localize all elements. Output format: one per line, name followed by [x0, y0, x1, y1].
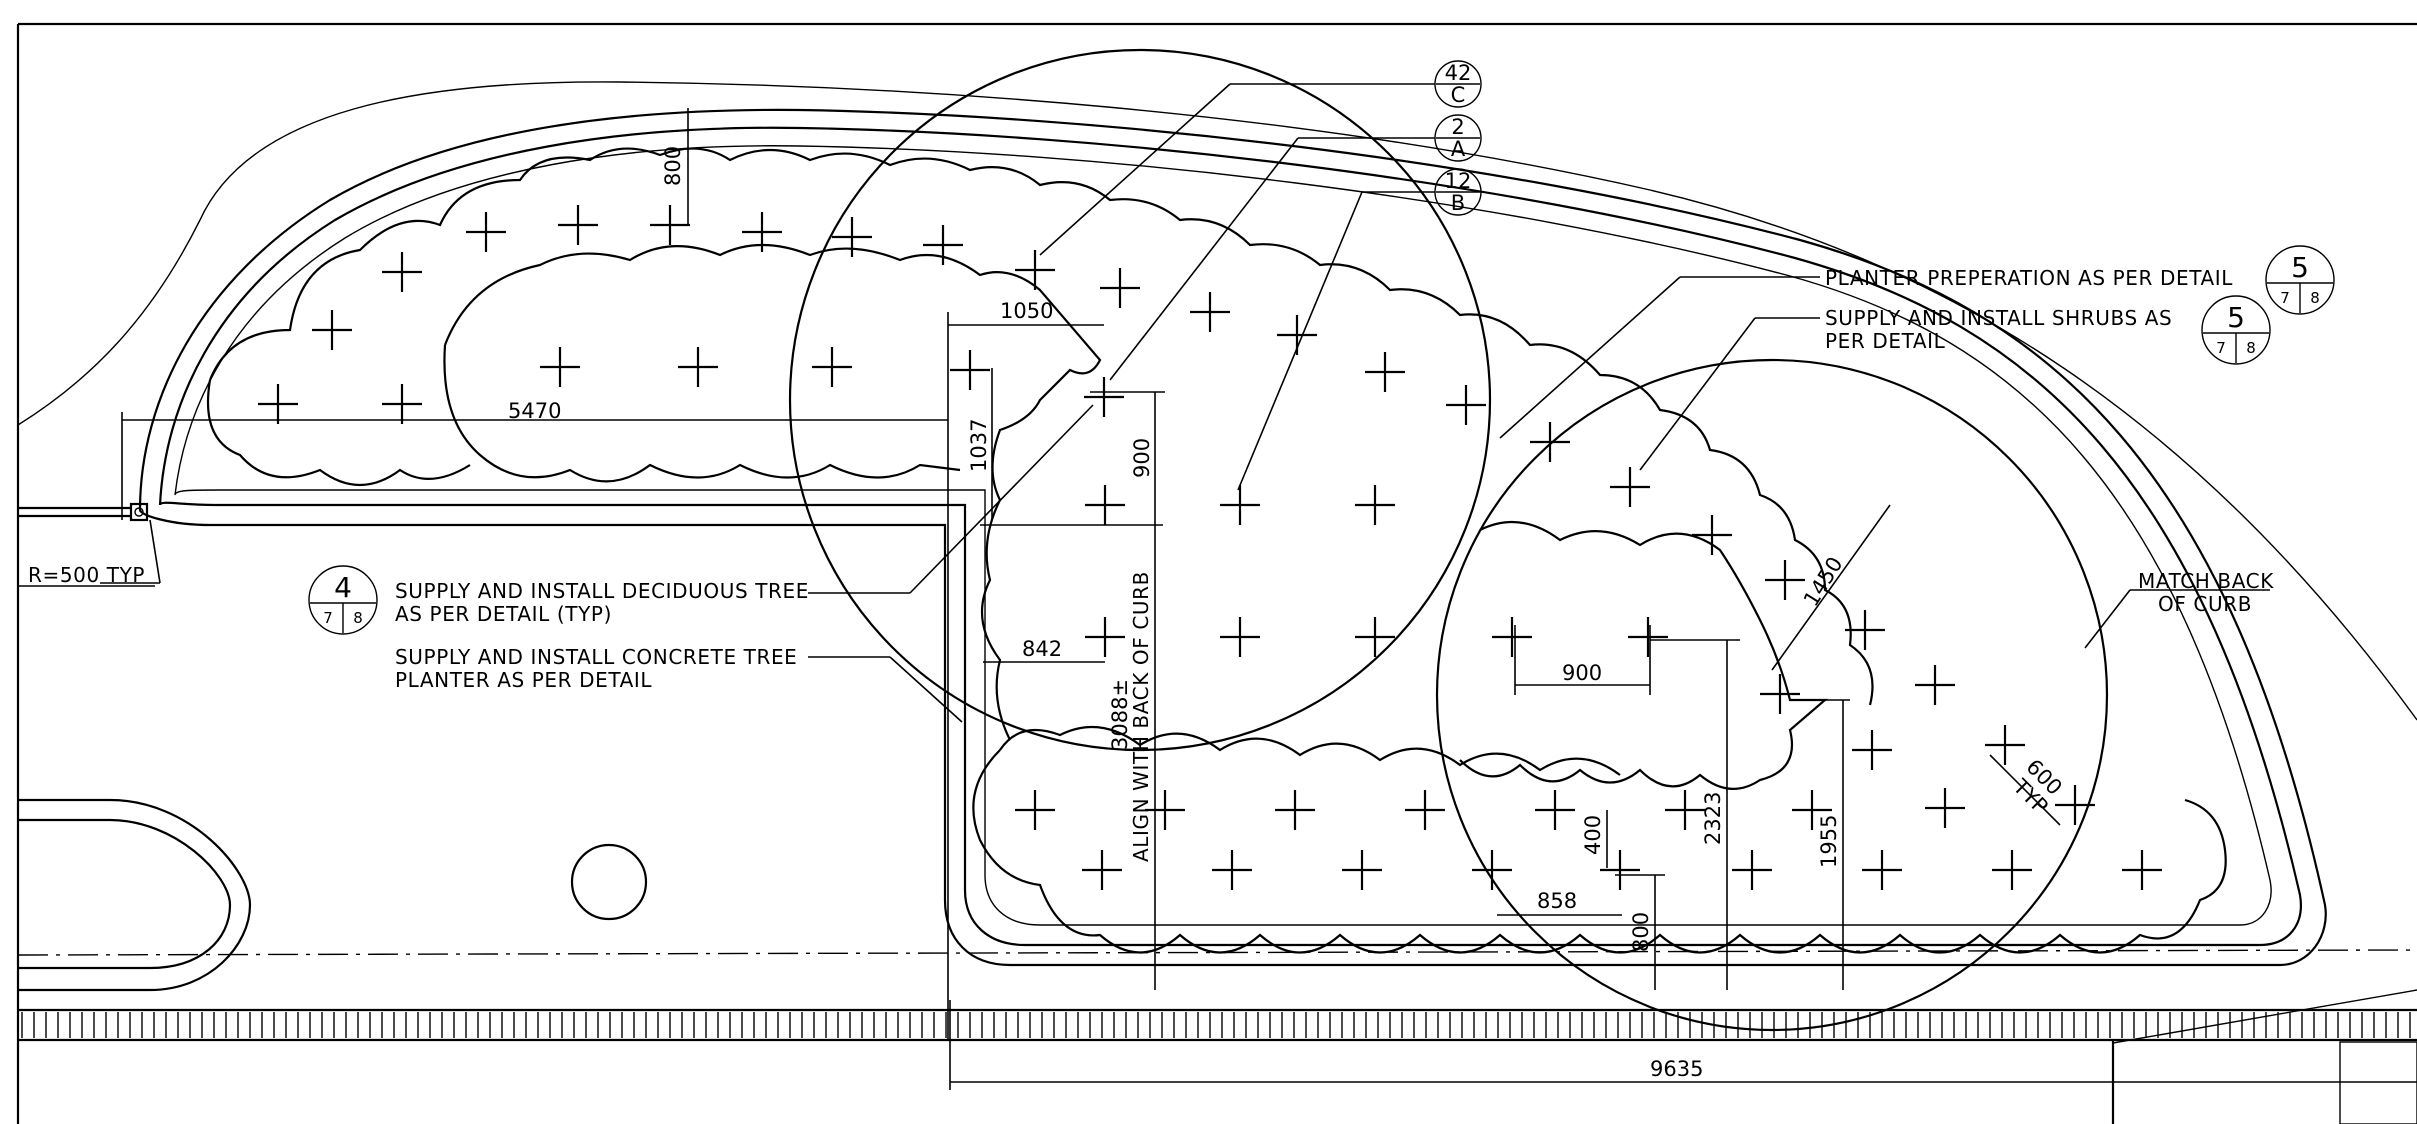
- detail-deciduous-top: 4: [334, 571, 352, 604]
- callout-tree-42: 42 C: [1434, 60, 1482, 108]
- callout-tree-2: 2 A: [1434, 114, 1482, 162]
- note-planter-line2: PLANTER AS PER DETAIL: [395, 668, 652, 692]
- note-shrubs-line1: SUPPLY AND INSTALL SHRUBS AS: [1825, 306, 2172, 330]
- note-match-line1: MATCH BACK: [2138, 569, 2274, 593]
- note-radius: R=500 TYP: [28, 563, 145, 587]
- shrub-mass-right: [1459, 520, 1828, 790]
- dim-1955: 1955: [1817, 815, 1841, 868]
- detail-deciduous-right: 8: [353, 609, 363, 627]
- detail-shrubs-top: 5: [2227, 301, 2245, 334]
- detail-bubble-prep: 5 7 8: [2265, 245, 2335, 315]
- note-shrubs-line2: PER DETAIL: [1825, 329, 1946, 353]
- shrub-markers: [258, 205, 2162, 890]
- detail-shrubs-left: 7: [2216, 339, 2226, 357]
- dim-1050: 1050: [1000, 299, 1053, 323]
- note-deciduous-line2: AS PER DETAIL (TYP): [395, 602, 612, 626]
- detail-prep-right: 8: [2310, 289, 2320, 307]
- detail-bubble-deciduous: 4 7 8: [308, 565, 378, 635]
- curb-stub-left: [18, 502, 149, 522]
- note-match-line2: OF CURB: [2158, 592, 2252, 616]
- detail-deciduous-left: 7: [323, 609, 333, 627]
- callout-tree-2-top: 2: [1451, 115, 1464, 139]
- note-planter-prep: PLANTER PREPERATION AS PER DETAIL: [1825, 266, 2233, 290]
- tree-canopy-circle-right: [1435, 358, 2109, 1032]
- callout-tree-42-top: 42: [1445, 61, 1472, 85]
- small-tree-circle: [570, 843, 648, 921]
- site-boundary-curve: [17, 81, 2417, 721]
- dimension-lines: [121, 108, 2417, 1090]
- dim-3088: 3088±: [1108, 679, 1132, 750]
- detail-prep-top: 5: [2291, 251, 2309, 284]
- note-align-curb: ALIGN WITH BACK OF CURB: [1129, 571, 1153, 862]
- callout-tree-12: 12 B: [1434, 168, 1482, 216]
- dim-900-vertical: 900: [1130, 438, 1154, 478]
- dim-5470: 5470: [508, 399, 561, 423]
- dim-842: 842: [1022, 637, 1062, 661]
- shrub-mass-bottom: [972, 725, 2227, 954]
- sheet-border: [16, 22, 2417, 1124]
- callout-tree-12-top: 12: [1445, 169, 1472, 193]
- dim-9635: 9635: [1650, 1057, 1703, 1081]
- dim-900-horizontal: 900: [1562, 661, 1602, 685]
- leader-lines: [100, 83, 2270, 723]
- dim-1037: 1037: [967, 419, 991, 472]
- note-deciduous-line1: SUPPLY AND INSTALL DECIDUOUS TREE: [395, 579, 809, 603]
- planting-bed-outline: [138, 108, 2327, 967]
- dim-400: 400: [1581, 815, 1605, 855]
- dim-2323: 2323: [1701, 792, 1725, 845]
- detail-prep-left: 7: [2280, 289, 2290, 307]
- shrub-mass-middle: [443, 243, 1102, 741]
- callout-tree-2-bottom: A: [1451, 137, 1466, 161]
- dim-858: 858: [1537, 889, 1577, 913]
- detail-bubble-shrubs: 5 7 8: [2201, 295, 2271, 365]
- shrub-mass-top: [206, 147, 1874, 706]
- drawing-notes: R=500 TYP SUPPLY AND INSTALL DECIDUOUS T…: [18, 266, 2274, 862]
- dim-800-bottom: 800: [1629, 912, 1653, 952]
- callout-tree-42-bottom: C: [1451, 83, 1466, 107]
- tree-canopy-circle-left: [788, 48, 1492, 752]
- curb-band: [18, 1008, 2417, 1042]
- callout-tree-12-bottom: B: [1451, 191, 1465, 215]
- left-round-pad: [18, 798, 252, 992]
- note-planter-line1: SUPPLY AND INSTALL CONCRETE TREE: [395, 645, 797, 669]
- detail-shrubs-right: 8: [2246, 339, 2256, 357]
- dim-800-top: 800: [661, 146, 685, 186]
